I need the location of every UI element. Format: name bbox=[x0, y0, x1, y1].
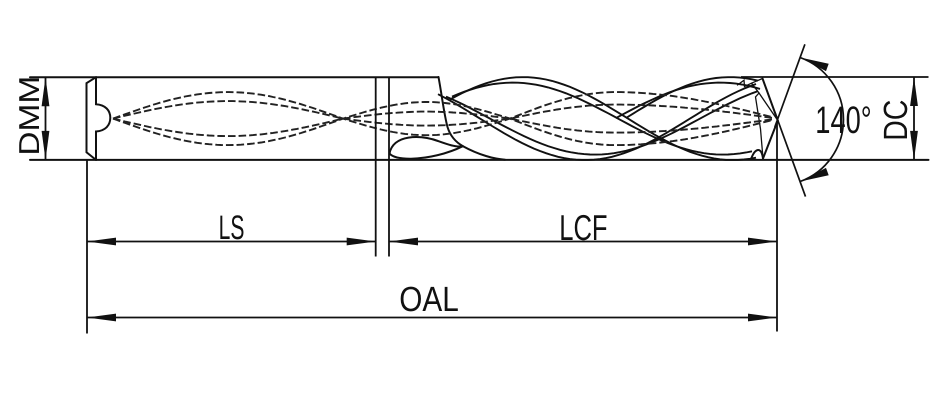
svg-text:140°: 140° bbox=[815, 99, 871, 142]
svg-text:DC: DC bbox=[878, 100, 915, 141]
svg-text:DMM: DMM bbox=[14, 76, 46, 156]
svg-text:OAL: OAL bbox=[399, 280, 459, 319]
svg-text:LS: LS bbox=[219, 209, 245, 247]
svg-text:LCF: LCF bbox=[559, 207, 607, 248]
